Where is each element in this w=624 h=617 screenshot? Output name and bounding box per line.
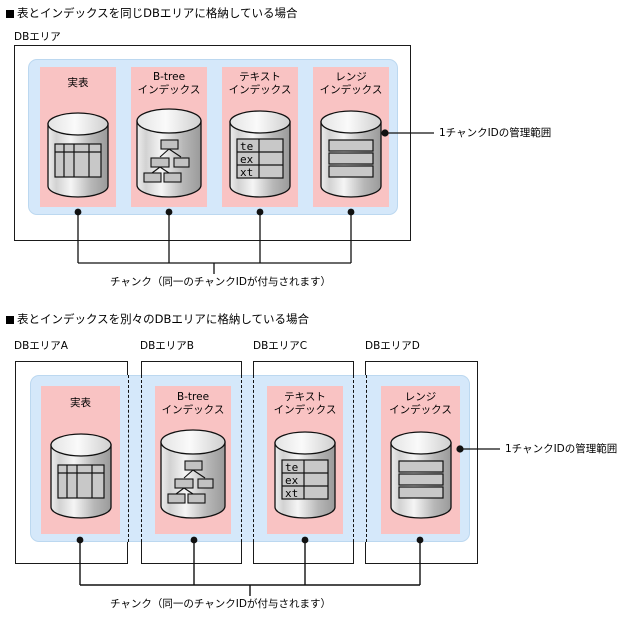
object-box-text-index-2: テキスト インデックス bbox=[267, 386, 343, 534]
object-box-title: B-tree インデックス bbox=[161, 391, 225, 416]
table-icon bbox=[50, 432, 112, 520]
text-index-cell-0: te bbox=[285, 461, 298, 474]
object-box-btree-1: B-tree インデックス bbox=[131, 67, 207, 207]
object-box-title: レンジ インデックス bbox=[389, 391, 452, 416]
db-area-label-1: DBエリア bbox=[14, 31, 61, 43]
text-index-cell-1: ex bbox=[240, 153, 254, 166]
text-index-icon: te ex xt bbox=[274, 430, 336, 520]
table-icon bbox=[47, 111, 109, 199]
db-area-label-a: DBエリアA bbox=[14, 340, 68, 352]
object-box-table-2: 実表 bbox=[41, 386, 120, 534]
section-2-heading: 表とインデックスを別々のDBエリアに格納している場合 bbox=[6, 312, 309, 326]
btree-icon bbox=[160, 428, 226, 520]
section-1-heading: 表とインデックスを同じDBエリアに格納している場合 bbox=[6, 6, 298, 20]
db-area-label-c: DBエリアC bbox=[253, 340, 308, 352]
db-area-label-d: DBエリアD bbox=[365, 340, 420, 352]
range-index-icon bbox=[320, 109, 382, 199]
db-area-divider-a bbox=[128, 375, 129, 542]
text-index-cell-2: xt bbox=[285, 487, 298, 500]
object-box-range-index-2: レンジ インデックス bbox=[381, 386, 460, 534]
object-box-title: レンジ インデックス bbox=[319, 71, 383, 96]
object-box-title: テキスト インデックス bbox=[228, 71, 292, 96]
object-box-title: 実表 bbox=[67, 77, 89, 89]
object-box-title: B-tree インデックス bbox=[137, 71, 201, 96]
object-box-title: 実表 bbox=[70, 397, 91, 409]
heading-bullet-icon bbox=[6, 316, 14, 324]
text-index-cell-1: ex bbox=[285, 474, 299, 487]
object-box-table-1: 実表 bbox=[40, 67, 116, 207]
text-index-cell-0: te bbox=[240, 140, 253, 153]
btree-icon bbox=[136, 107, 202, 199]
db-area-divider-c-right bbox=[353, 375, 354, 542]
db-area-label-b: DBエリアB bbox=[140, 340, 194, 352]
range-index-icon bbox=[390, 430, 452, 520]
db-area-frame-1 bbox=[14, 45, 411, 241]
object-box-btree-2: B-tree インデックス bbox=[155, 386, 231, 534]
chunk-caption-1: チャンク（同一のチャンクIDが付与されます） bbox=[110, 276, 331, 288]
object-box-title: テキスト インデックス bbox=[273, 391, 337, 416]
chunk-caption-2: チャンク（同一のチャンクIDが付与されます） bbox=[110, 598, 331, 610]
db-area-divider-b-right bbox=[241, 375, 242, 542]
heading-bullet-icon bbox=[6, 10, 14, 18]
object-box-text-index-1: テキスト インデックス bbox=[222, 67, 298, 207]
db-area-divider-c-left bbox=[253, 375, 254, 542]
object-box-range-index-1: レンジ インデックス bbox=[313, 67, 389, 207]
chunk-scope-label-2: 1チャンクIDの管理範囲 bbox=[505, 443, 618, 455]
text-index-icon: te ex xt bbox=[229, 109, 291, 199]
chunk-scope-label-1: 1チャンクIDの管理範囲 bbox=[439, 127, 552, 139]
text-index-cell-2: xt bbox=[240, 166, 253, 179]
db-area-divider-d bbox=[366, 375, 367, 542]
db-area-divider-b-left bbox=[141, 375, 142, 542]
